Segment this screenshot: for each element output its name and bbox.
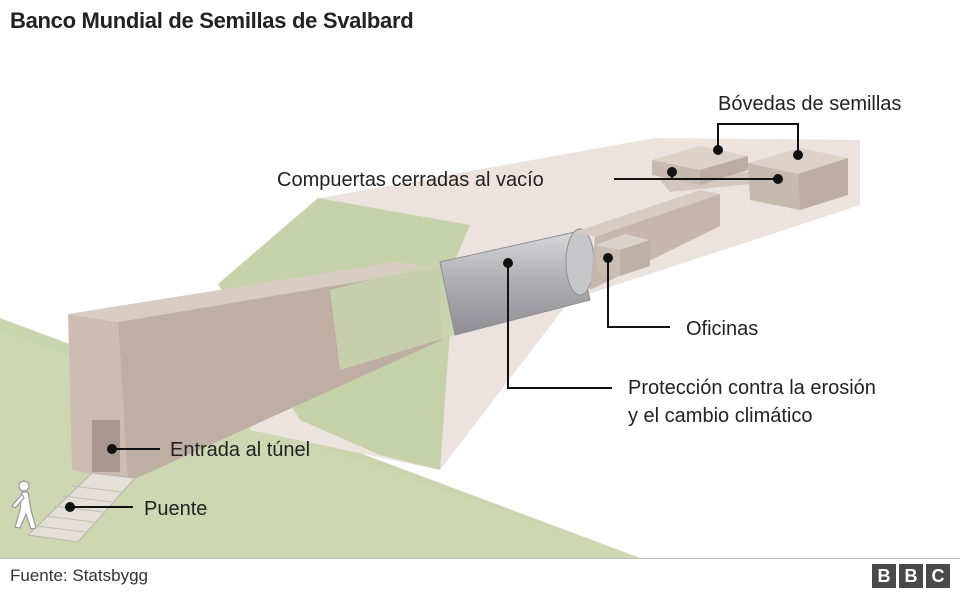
bridge-planks bbox=[35, 485, 122, 533]
bbc-logo: B B C bbox=[872, 564, 950, 588]
label-erosion-line1: Protección contra la erosión bbox=[628, 377, 876, 399]
vault-left-side bbox=[700, 156, 748, 185]
protection-tube bbox=[439, 231, 591, 336]
label-erosion-line2: y el cambio climático bbox=[628, 405, 813, 427]
person-icon bbox=[11, 480, 37, 530]
source-credit: Fuente: Statsbygg bbox=[10, 566, 148, 585]
label-bridge: Puente bbox=[144, 498, 207, 520]
vault-right-front bbox=[748, 163, 800, 210]
tube-end bbox=[565, 228, 595, 296]
label-tunnel-entrance: Entrada al túnel bbox=[170, 439, 310, 461]
diagram-title: Banco Mundial de Semillas de Svalbard bbox=[10, 8, 414, 33]
transition-tunnel bbox=[330, 262, 455, 370]
leader-dots bbox=[65, 145, 803, 512]
label-offices: Oficinas bbox=[686, 318, 758, 340]
vault-left-top bbox=[652, 146, 748, 170]
entrance-top bbox=[68, 262, 440, 322]
bbc-logo-letter: C bbox=[926, 564, 950, 588]
footer-divider bbox=[0, 558, 960, 559]
label-airlocks: Compuertas cerradas al vacío bbox=[277, 169, 544, 191]
bbc-logo-letter: B bbox=[872, 564, 896, 588]
offices-side bbox=[620, 240, 650, 276]
leader-lines bbox=[70, 123, 799, 508]
ground-slope bbox=[0, 330, 640, 558]
corridor-top bbox=[575, 190, 720, 237]
vault-right-side bbox=[798, 158, 848, 210]
bbc-logo-letter: B bbox=[899, 564, 923, 588]
vault-right-top bbox=[748, 148, 848, 174]
seed-vault-diagram: Bóvedas de semillas Compuertas cerradas … bbox=[0, 93, 901, 558]
offices-top bbox=[595, 234, 650, 250]
label-vaults: Bóvedas de semillas bbox=[718, 93, 901, 115]
